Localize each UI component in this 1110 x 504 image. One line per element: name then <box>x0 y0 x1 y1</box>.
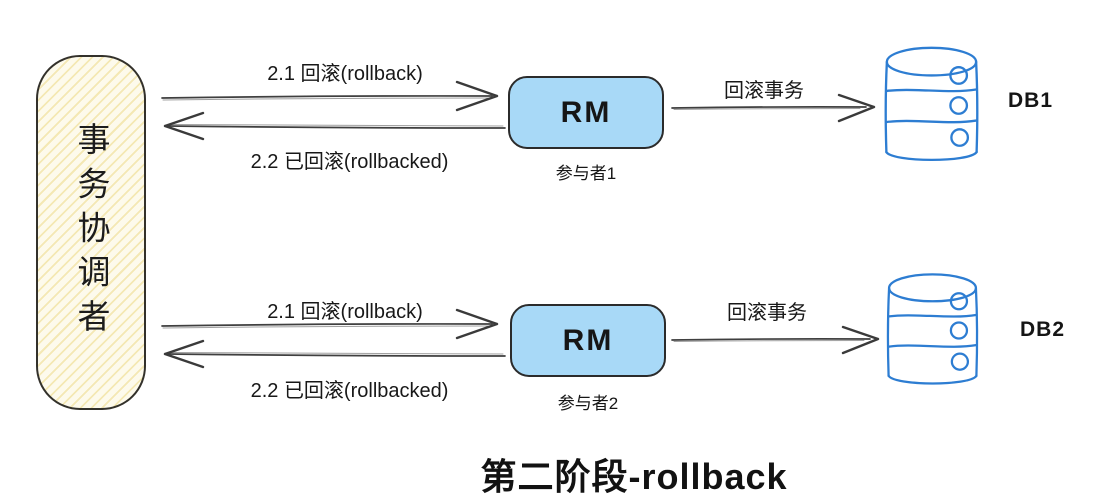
arrow-rollback-db-1 <box>671 93 876 123</box>
participant-label-1: 参与者1 <box>555 164 617 183</box>
database-icon-db1 <box>884 46 979 162</box>
arrow-rollback-request-1 <box>161 80 499 112</box>
arrow-rollbacked-response-2 <box>163 339 506 369</box>
database-icon-db2 <box>886 273 979 385</box>
rm-box-1: RM <box>508 76 664 149</box>
response-label-1: 2.2 已回滚(rollbacked) <box>250 151 449 173</box>
diagram-title: 第二阶段-rollback <box>480 456 788 497</box>
db-arrow-label-2: 回滚事务 <box>727 302 807 324</box>
coordinator-label: 事务协调者 <box>73 121 110 344</box>
db-label-2: DB2 <box>1020 318 1066 341</box>
rm-label-2: RM <box>562 323 614 357</box>
participant-label-2: 参与者2 <box>557 394 619 413</box>
rm-label-1: RM <box>560 95 612 129</box>
request-label-1: 2.1 回滚(rollback) <box>267 63 423 85</box>
coordinator-box: 事务协调者 <box>36 55 146 410</box>
request-label-2: 2.1 回滚(rollback) <box>267 301 423 323</box>
rm-box-2: RM <box>510 304 666 377</box>
arrow-rollbacked-response-1 <box>163 111 506 141</box>
db-label-1: DB1 <box>1008 89 1054 112</box>
arrow-rollback-db-2 <box>671 325 880 355</box>
response-label-2: 2.2 已回滚(rollbacked) <box>250 380 449 402</box>
arrow-rollback-request-2 <box>161 308 499 340</box>
db-arrow-label-1: 回滚事务 <box>724 80 804 102</box>
